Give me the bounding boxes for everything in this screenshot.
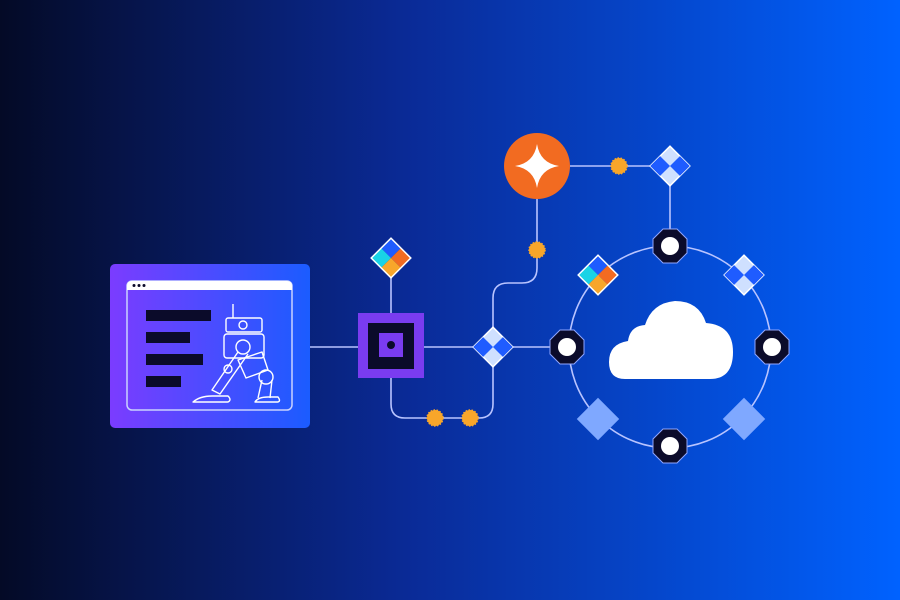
gear-dot-icon [461,409,479,427]
processor-chip-icon [358,313,424,378]
octagon-node-icon [652,228,688,264]
text-line-bar [146,332,190,343]
text-line-bar [146,310,211,321]
sparkle-icon [504,133,570,199]
text-line-bar [146,376,181,387]
text-line-bar [146,354,203,365]
robot-illustration [192,304,281,403]
octagon-node-icon [549,329,585,365]
browser-window-card [110,264,310,428]
octagon-node-icon [754,329,790,365]
gear-dot-icon [610,157,628,175]
cloud-icon [609,301,733,379]
gear-dot-icon [426,409,444,427]
octagon-node-icon [652,428,688,464]
gear-dot-icon [528,241,546,259]
